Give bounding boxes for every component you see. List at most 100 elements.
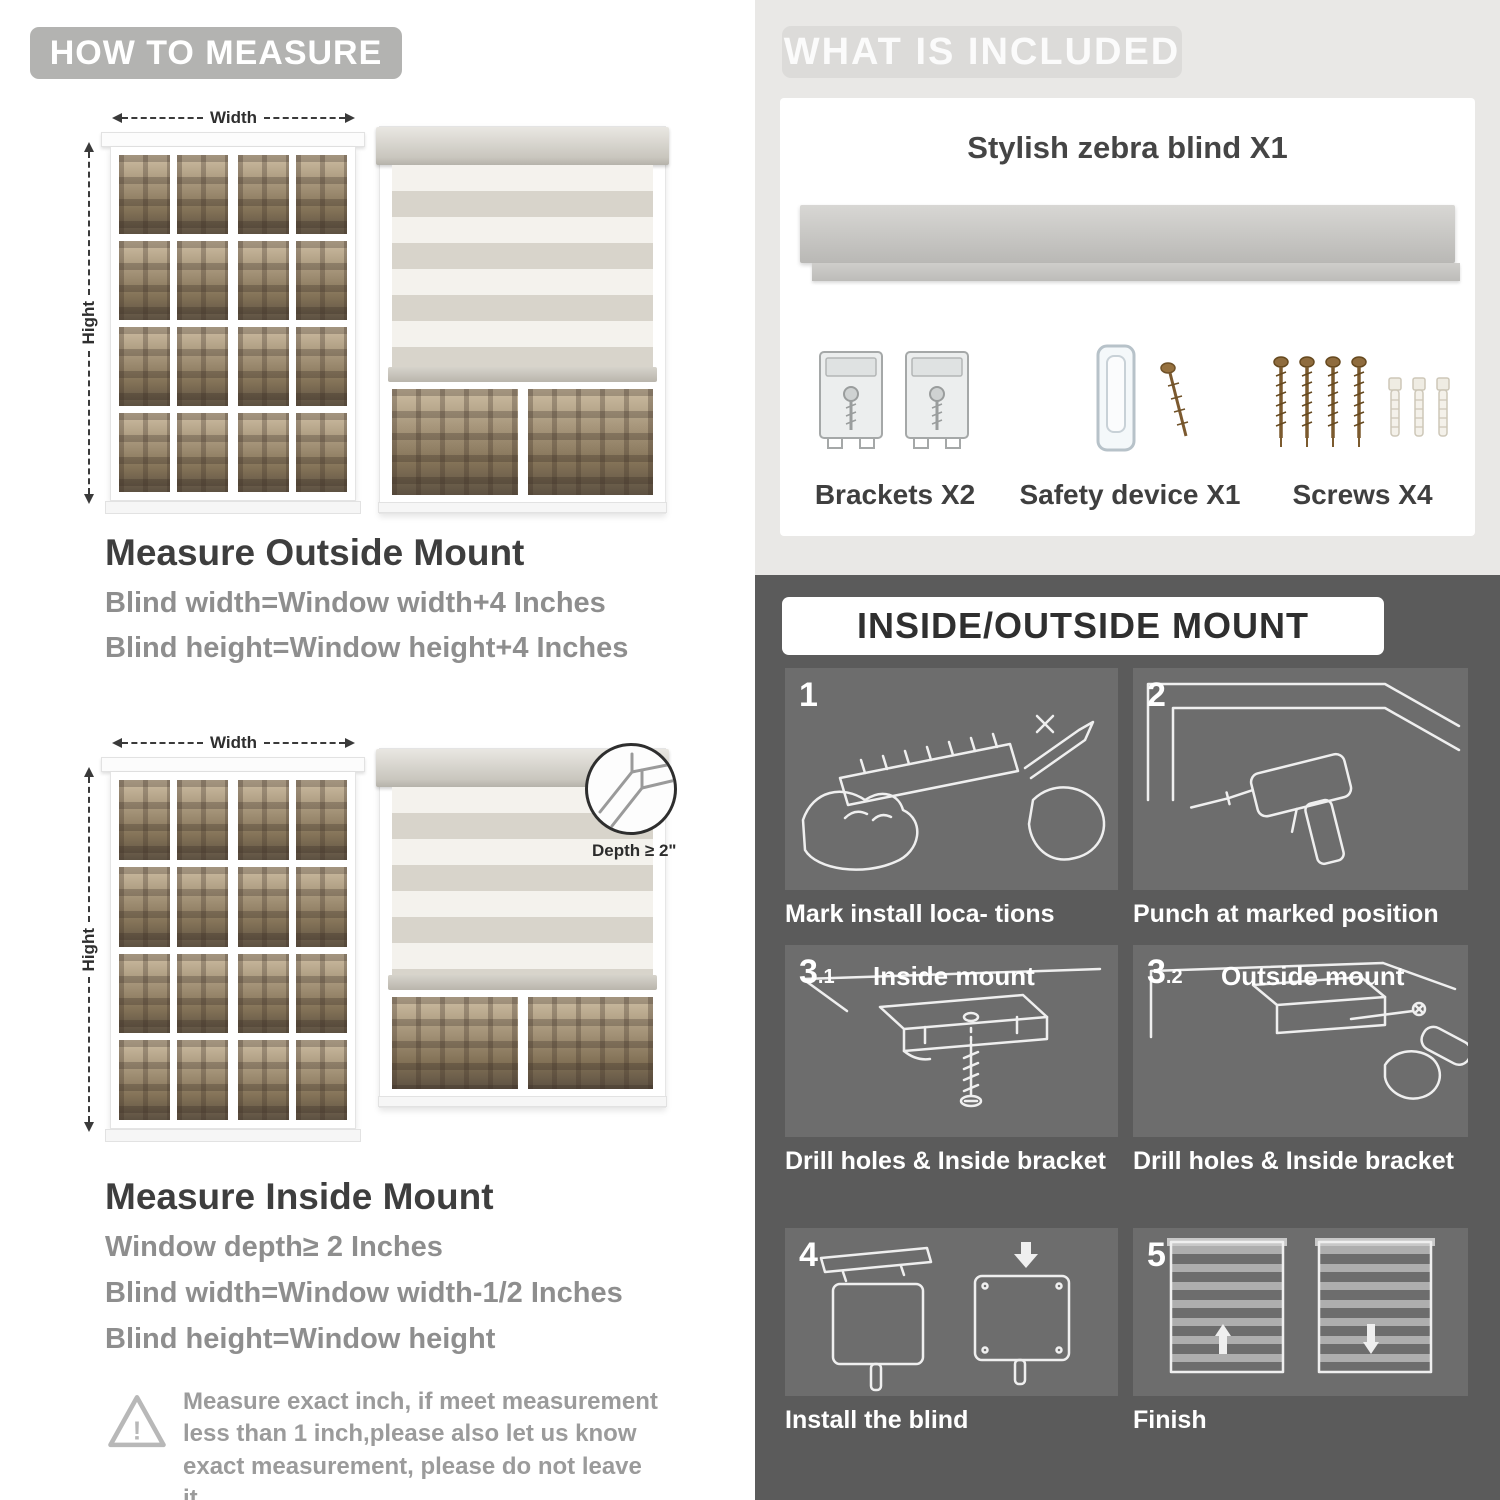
inside-mount-line2: Blind width=Window width-1/2 Inches bbox=[105, 1277, 623, 1309]
window-pane bbox=[238, 780, 289, 860]
window-pane bbox=[238, 866, 289, 947]
window-pane bbox=[296, 866, 347, 947]
arrow-down-icon bbox=[84, 1122, 94, 1132]
blind-bottom-rail bbox=[388, 975, 657, 990]
window-pane bbox=[392, 997, 518, 1089]
step-4-caption: Install the blind bbox=[785, 1406, 969, 1434]
window-lintel bbox=[101, 757, 365, 772]
blind-headrail-bottom bbox=[812, 263, 1460, 281]
depth-label: Depth ≥ 2" bbox=[592, 841, 677, 860]
inside-outside-mount-label: INSIDE/OUTSIDE MOUNT bbox=[856, 605, 1310, 646]
window-illustration-inside bbox=[101, 757, 365, 1142]
window-pane bbox=[296, 327, 347, 406]
window-pane bbox=[119, 866, 170, 947]
what-is-included-header: WHAT IS INCLUDED bbox=[782, 26, 1182, 78]
window-pane bbox=[296, 241, 347, 320]
safety-device-icon bbox=[1040, 342, 1230, 460]
window-pane bbox=[527, 389, 653, 495]
window-frame bbox=[110, 147, 356, 501]
what-is-included-label: WHAT IS INCLUDED bbox=[783, 30, 1181, 73]
window-pane bbox=[238, 155, 289, 234]
screws-label: Screws X4 bbox=[1292, 479, 1433, 510]
window-illustration-outside bbox=[101, 132, 365, 514]
step-number: 3.1 bbox=[799, 953, 835, 991]
step-1-panel: 1 bbox=[785, 668, 1118, 890]
window-pane bbox=[119, 241, 170, 320]
blind-cassette bbox=[376, 127, 669, 165]
step-number: 5 bbox=[1147, 1236, 1166, 1274]
window-sash bbox=[238, 780, 347, 1120]
screws-icon bbox=[1265, 348, 1460, 460]
window-pane bbox=[119, 953, 170, 1034]
step-3-2-title: Outside mount bbox=[1221, 961, 1405, 991]
step-3-1-illustration bbox=[801, 967, 1102, 1108]
step-3-1-caption: Drill holes & Inside bracket bbox=[785, 1147, 1106, 1175]
step-2-illustration bbox=[1146, 682, 1461, 866]
how-to-measure-header: HOW TO MEASURE bbox=[30, 27, 402, 79]
window-frame bbox=[110, 772, 356, 1129]
inside-mount-title: Measure Inside Mount bbox=[105, 1176, 494, 1217]
step-number: 2 bbox=[1147, 676, 1166, 714]
window-pane bbox=[177, 327, 228, 406]
window-pane bbox=[177, 953, 228, 1034]
step-number: 3.2 bbox=[1147, 953, 1183, 991]
step-number: 1 bbox=[799, 676, 818, 714]
inside-outside-mount-header: INSIDE/OUTSIDE MOUNT bbox=[782, 597, 1384, 655]
step-3-2-panel: 3.2 Outside mount bbox=[1133, 945, 1468, 1137]
height-arrow-outside: Hight bbox=[78, 142, 100, 504]
blind-bottom-rail bbox=[388, 367, 657, 382]
window-pane bbox=[296, 1040, 347, 1120]
step-1-illustration bbox=[801, 714, 1106, 871]
how-to-measure-label: HOW TO MEASURE bbox=[49, 33, 383, 72]
depth-magnifier-icon bbox=[585, 743, 677, 835]
arrow-left-icon bbox=[112, 738, 122, 748]
step-5-panel: 5 bbox=[1133, 1228, 1468, 1396]
warning-text: Measure exact inch, if meet measurement … bbox=[183, 1388, 658, 1500]
step-2-panel: 2 bbox=[1133, 668, 1468, 890]
step-5-illustration bbox=[1167, 1238, 1435, 1374]
outside-mount-title: Measure Outside Mount bbox=[105, 532, 525, 573]
step-3-1-panel: 3.1 Inside mount bbox=[785, 945, 1118, 1137]
window-sash bbox=[238, 155, 347, 492]
window-pane bbox=[238, 241, 289, 320]
window-pane bbox=[238, 413, 289, 492]
window-pane bbox=[296, 953, 347, 1034]
step-4-illustration bbox=[819, 1242, 1071, 1392]
window-pane bbox=[119, 155, 170, 234]
window-pane bbox=[296, 155, 347, 234]
height-arrow-inside: Hight bbox=[78, 767, 100, 1132]
window-pane bbox=[177, 1040, 228, 1120]
window-behind-blind bbox=[390, 382, 655, 502]
window-sill bbox=[378, 502, 667, 513]
window-pane bbox=[119, 1040, 170, 1120]
width-label: Width bbox=[209, 733, 258, 752]
zebra-blind-illustration-outside bbox=[376, 126, 669, 514]
window-pane bbox=[296, 780, 347, 860]
step-4-panel: 4 bbox=[785, 1228, 1118, 1396]
window-behind-blind bbox=[390, 990, 655, 1096]
width-label: Width bbox=[209, 108, 258, 127]
window-pane bbox=[177, 866, 228, 947]
width-arrow-outside: Width bbox=[112, 108, 355, 128]
step-number: 4 bbox=[799, 1236, 818, 1274]
arrow-up-icon bbox=[84, 142, 94, 152]
window-sash bbox=[119, 155, 228, 492]
step-3-2-illustration bbox=[1149, 961, 1468, 1100]
window-sill bbox=[105, 1129, 361, 1142]
safety-device-label: Safety device X1 bbox=[1019, 479, 1241, 510]
step-2-caption: Punch at marked position bbox=[1133, 900, 1439, 928]
width-arrow-inside: Width bbox=[112, 733, 355, 753]
blind-product-label: Stylish zebra blind X1 bbox=[967, 130, 1288, 165]
brackets-label: Brackets X2 bbox=[814, 479, 976, 510]
height-label: Hight bbox=[79, 301, 98, 345]
included-card bbox=[780, 98, 1475, 536]
arrow-down-icon bbox=[84, 494, 94, 504]
arrow-left-icon bbox=[112, 113, 122, 123]
arrow-up-icon bbox=[84, 767, 94, 777]
window-pane bbox=[177, 241, 228, 320]
window-sash bbox=[119, 780, 228, 1120]
window-pane bbox=[119, 413, 170, 492]
step-1-caption: Mark install loca- tions bbox=[785, 900, 1055, 928]
window-pane bbox=[238, 327, 289, 406]
